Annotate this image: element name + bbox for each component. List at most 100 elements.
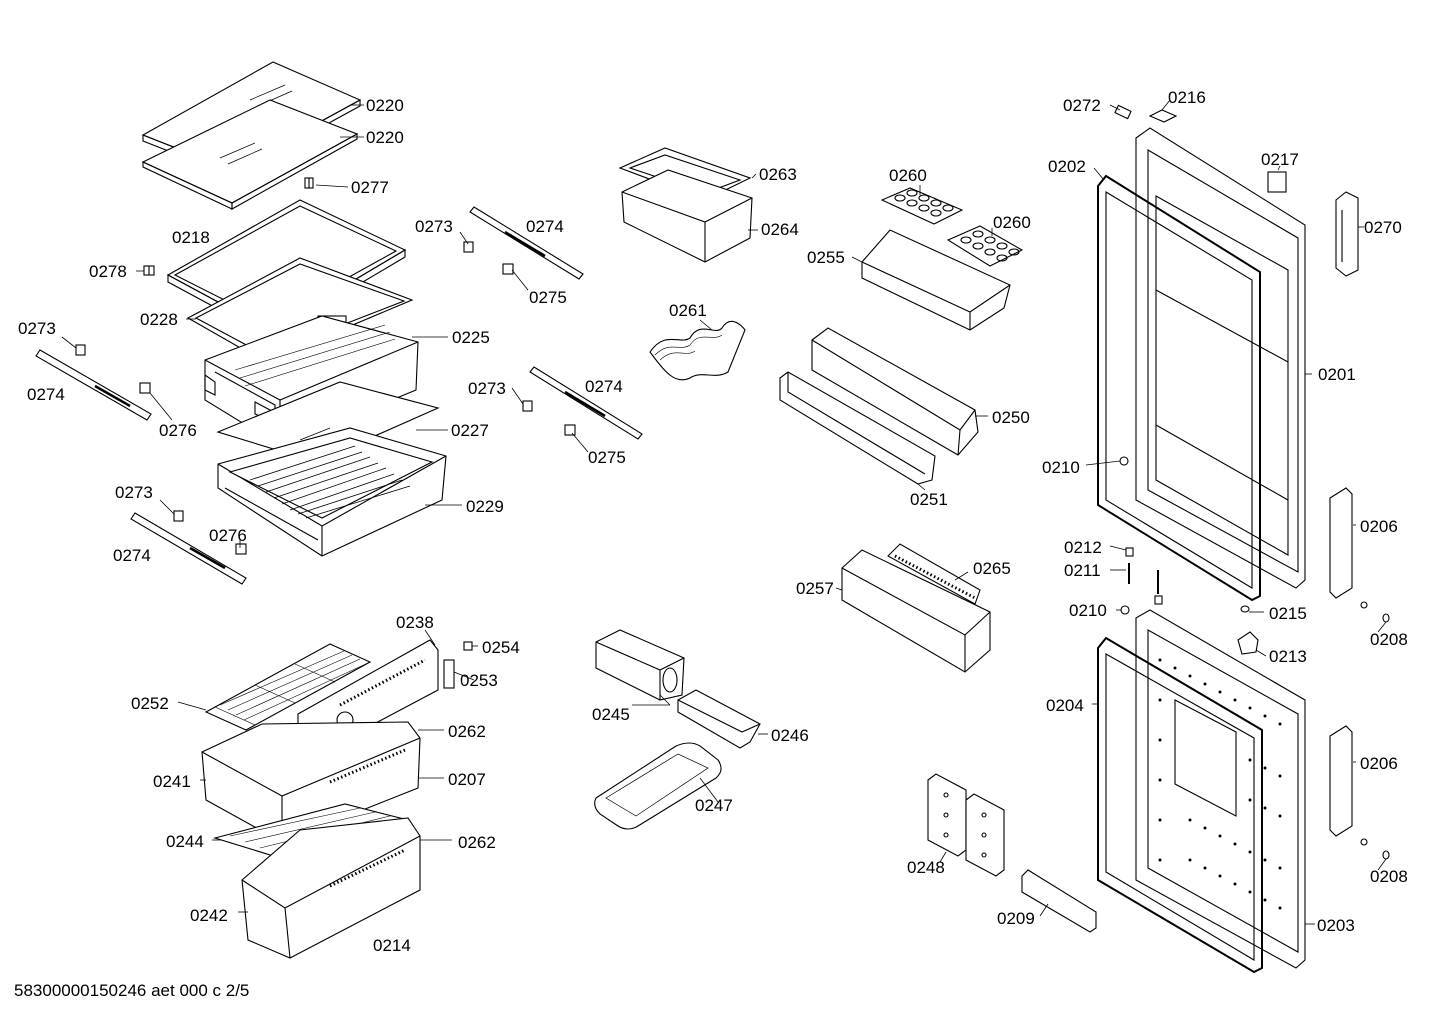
label-0245: 0245 bbox=[592, 705, 630, 724]
rail-0274-left-lower bbox=[130, 512, 247, 585]
fridge-gasket-0202 bbox=[1097, 174, 1261, 602]
egg-tray-0260-upper bbox=[880, 187, 964, 225]
label-0264: 0264 bbox=[761, 220, 799, 239]
rail-0274-mid-lower bbox=[529, 366, 643, 440]
label-0278: 0278 bbox=[89, 262, 127, 281]
clip-0276-left-lower bbox=[235, 543, 247, 555]
label-0225: 0225 bbox=[452, 328, 490, 347]
egg-tray-0260-lower bbox=[946, 225, 1024, 267]
clip-0275-mid-upper bbox=[502, 263, 514, 275]
door-bin-0255 bbox=[861, 229, 1011, 331]
label-0216: 0216 bbox=[1168, 88, 1206, 107]
label-0210-upper: 0210 bbox=[1042, 458, 1080, 477]
label-0210-lower: 0210 bbox=[1069, 601, 1107, 620]
freezer-gasket-0204 bbox=[1097, 636, 1263, 974]
label-0257: 0257 bbox=[796, 579, 834, 598]
grille-0252 bbox=[204, 643, 372, 731]
label-0206-lower: 0206 bbox=[1360, 754, 1398, 773]
door-bin-0250 bbox=[811, 327, 979, 456]
screws-0212-0211 bbox=[1125, 547, 1163, 605]
clip-0277 bbox=[304, 177, 314, 189]
label-0261: 0261 bbox=[669, 301, 707, 320]
label-0263: 0263 bbox=[759, 165, 797, 184]
label-0208-lower: 0208 bbox=[1370, 867, 1408, 886]
label-0201: 0201 bbox=[1318, 365, 1356, 384]
label-0248: 0248 bbox=[907, 858, 945, 877]
label-0262-lower: 0262 bbox=[458, 833, 496, 852]
clip-0278 bbox=[143, 265, 155, 276]
rail-0274-mid-upper bbox=[469, 206, 584, 280]
part-labels: 0220 0220 0277 0218 0278 0228 0225 0273 … bbox=[18, 88, 1408, 955]
label-0203: 0203 bbox=[1317, 916, 1355, 935]
handle-0206-upper bbox=[1329, 487, 1353, 599]
label-0275-mid-upper: 0275 bbox=[529, 288, 567, 307]
cap-0217 bbox=[1267, 171, 1287, 193]
cover-strip-0209 bbox=[1021, 869, 1097, 933]
label-0262-upper: 0262 bbox=[448, 722, 486, 741]
label-0218: 0218 bbox=[172, 228, 210, 247]
clip-0273-mid-upper bbox=[463, 241, 474, 253]
cover-0265 bbox=[887, 543, 981, 605]
clip-0275-mid-lower bbox=[564, 424, 576, 436]
label-0246: 0246 bbox=[771, 726, 809, 745]
label-0214: 0214 bbox=[373, 936, 411, 955]
label-0254: 0254 bbox=[482, 638, 520, 657]
crisper-drawer-0229 bbox=[217, 427, 447, 557]
clip-0273-left-lower bbox=[173, 510, 184, 522]
label-0215: 0215 bbox=[1269, 604, 1307, 623]
label-0274-mid-upper: 0274 bbox=[526, 217, 564, 236]
label-0253: 0253 bbox=[460, 671, 498, 690]
leader-lines bbox=[61, 99, 1387, 925]
cold-packs-0248 bbox=[927, 773, 1005, 877]
drawer-0225 bbox=[204, 315, 419, 447]
label-0250: 0250 bbox=[992, 408, 1030, 427]
egg-holder-0261 bbox=[649, 321, 746, 381]
fridge-door-0201 bbox=[1135, 127, 1306, 589]
label-0265: 0265 bbox=[973, 559, 1011, 578]
door-rail-0251 bbox=[779, 371, 936, 485]
label-0274-left-upper: 0274 bbox=[27, 385, 65, 404]
label-0208-upper: 0208 bbox=[1370, 630, 1408, 649]
label-0274-mid-lower: 0274 bbox=[585, 377, 623, 396]
lid-0247 bbox=[594, 742, 722, 830]
clip-0273-left-upper bbox=[75, 344, 86, 356]
label-0202: 0202 bbox=[1048, 157, 1086, 176]
handle-0270 bbox=[1335, 191, 1359, 277]
clip-0276-left-upper bbox=[139, 382, 151, 394]
tray-0264 bbox=[621, 169, 753, 263]
label-0244: 0244 bbox=[166, 832, 204, 851]
label-0255: 0255 bbox=[807, 248, 845, 267]
label-0209: 0209 bbox=[997, 909, 1035, 928]
label-0220-bottom: 0220 bbox=[366, 128, 404, 147]
label-0213: 0213 bbox=[1269, 647, 1307, 666]
label-0206-upper: 0206 bbox=[1360, 517, 1398, 536]
label-0247: 0247 bbox=[695, 796, 733, 815]
label-0220-top: 0220 bbox=[366, 96, 404, 115]
label-0229: 0229 bbox=[466, 497, 504, 516]
dots-freezer-door bbox=[1158, 658, 1282, 910]
label-0242: 0242 bbox=[190, 906, 228, 925]
rail-0274-left-upper bbox=[35, 349, 152, 421]
label-0270: 0270 bbox=[1364, 218, 1402, 237]
label-0277: 0277 bbox=[351, 178, 389, 197]
handle-0206-lower bbox=[1329, 725, 1353, 837]
clip-0272 bbox=[1114, 104, 1132, 120]
glass-shelf-0220-bottom bbox=[141, 99, 359, 210]
clip-0254 bbox=[463, 641, 473, 651]
label-0211: 0211 bbox=[1064, 561, 1101, 580]
label-0272: 0272 bbox=[1063, 96, 1101, 115]
door-bin-0257 bbox=[841, 549, 991, 673]
clip-0273-mid-lower bbox=[522, 400, 533, 412]
label-0238: 0238 bbox=[396, 613, 434, 632]
basket-0262-lower bbox=[241, 817, 421, 959]
label-0273-left-lower: 0273 bbox=[115, 483, 153, 502]
document-code-footer: 58300000150246 aet 000 c 2/5 bbox=[14, 981, 250, 1000]
tray-0246 bbox=[677, 689, 761, 749]
container-0245 bbox=[595, 629, 685, 701]
label-0252: 0252 bbox=[131, 694, 169, 713]
label-0275-mid-lower: 0275 bbox=[588, 448, 626, 467]
screws-0210-0208-0215 bbox=[1119, 456, 1390, 860]
label-0204: 0204 bbox=[1046, 696, 1084, 715]
label-0212: 0212 bbox=[1064, 538, 1102, 557]
